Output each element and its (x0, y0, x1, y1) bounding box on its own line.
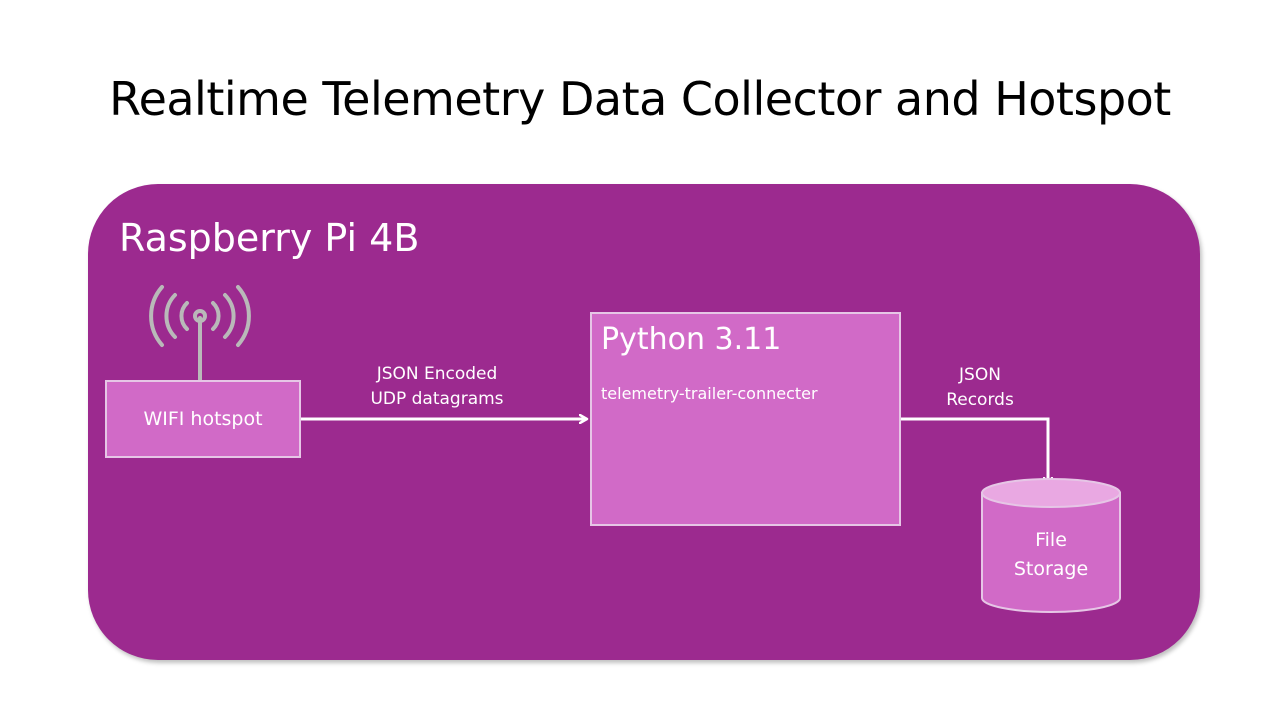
edge-label-records-line2: Records (946, 390, 1014, 410)
edge-label-records: JSON Records (930, 363, 1030, 413)
wifi-hotspot-box: WIFI hotspot (105, 380, 301, 458)
python-process-box: Python 3.11 telemetry-trailer-connecter (590, 312, 901, 526)
python-version-label: Python 3.11 (601, 322, 782, 357)
file-storage-label-line2: Storage (1013, 558, 1089, 580)
file-storage-label-line1: File (1035, 529, 1067, 551)
file-storage-label: File Storage (982, 526, 1120, 584)
edge-label-udp-line2: UDP datagrams (370, 389, 504, 409)
wifi-antenna-icon (149, 285, 251, 382)
edge-label-udp: JSON Encoded UDP datagrams (352, 362, 522, 412)
raspberry-pi-label: Raspberry Pi 4B (119, 216, 420, 260)
edge-label-udp-line1: JSON Encoded (376, 364, 498, 384)
edge-label-records-line1: JSON (959, 365, 1001, 385)
python-app-name: telemetry-trailer-connecter (601, 384, 818, 403)
wifi-hotspot-label: WIFI hotspot (143, 408, 263, 430)
arrow-python-to-storage (901, 417, 1048, 484)
diagram-title: Realtime Telemetry Data Collector and Ho… (109, 72, 1171, 126)
file-storage-cylinder (981, 478, 1121, 613)
